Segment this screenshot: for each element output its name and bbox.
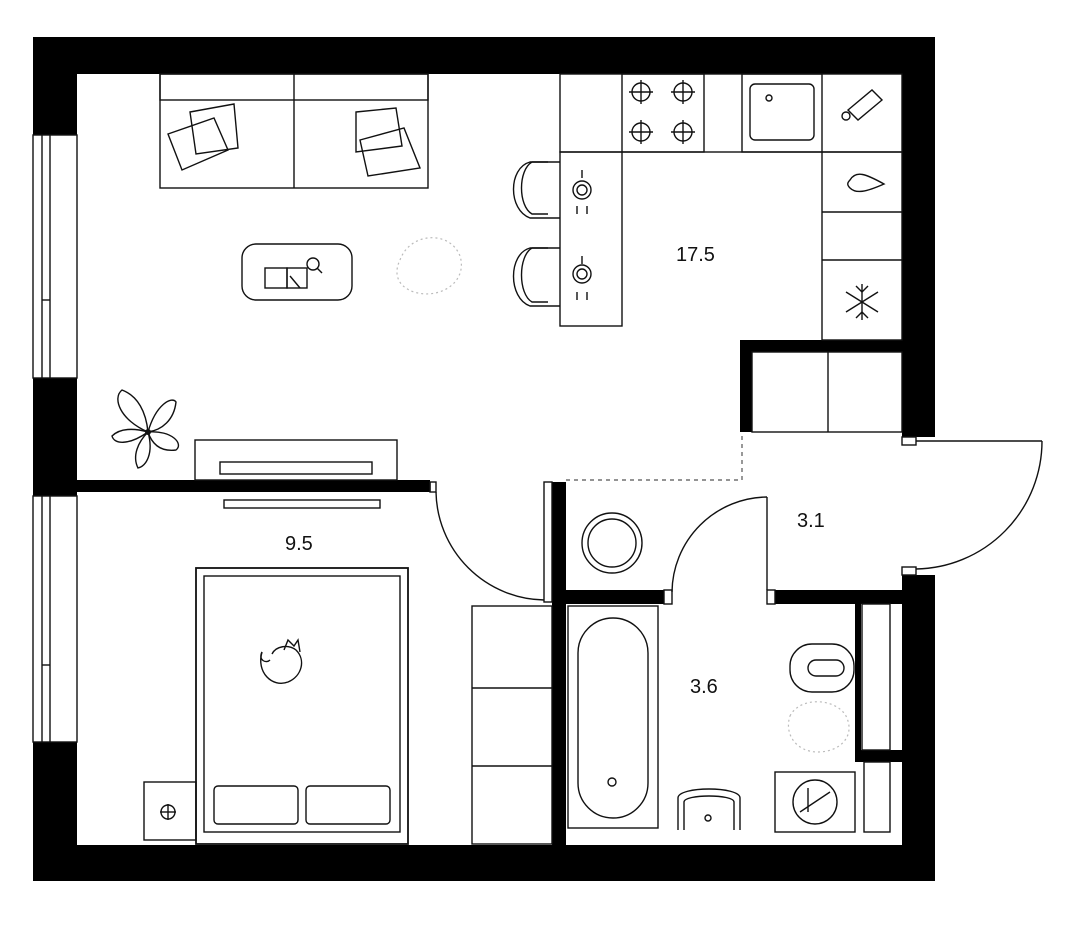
cat-icon (260, 638, 303, 684)
kitchen-counter (559, 73, 903, 341)
wardrobe (751, 351, 903, 433)
kettle-icon (847, 173, 886, 193)
living-kitchen-area-label: 17.5 (676, 244, 715, 266)
fridge-icon (845, 284, 879, 320)
bar-counter (512, 151, 623, 327)
plant-icon (111, 389, 180, 469)
kitchen-sink-icon (741, 73, 823, 153)
bedroom-wardrobe (471, 605, 553, 845)
hall-boundary (566, 432, 743, 481)
washing-machine-icon (774, 771, 856, 833)
window-lower (32, 495, 78, 743)
toilet-icon (789, 643, 855, 693)
cutting-board-icon (841, 89, 884, 121)
sofa-icon (159, 73, 429, 189)
bathroom-area-label: 3.6 (690, 676, 718, 698)
bathroom-door (663, 496, 776, 605)
walls (33, 37, 935, 881)
window-upper (32, 134, 78, 379)
entrance-door (901, 436, 1043, 576)
stove-icon (621, 73, 705, 153)
coffee-table-icon (241, 243, 353, 301)
bathtub-icon (567, 605, 659, 829)
tv-icon (194, 439, 398, 509)
shaft (861, 603, 891, 833)
nightstand (143, 781, 197, 841)
bed-icon (195, 567, 409, 845)
round-ottoman (581, 512, 643, 574)
rug-outline (396, 237, 462, 295)
bedroom-door (429, 481, 553, 603)
washbasin-icon (677, 788, 741, 830)
hall-area-label: 3.1 (797, 510, 825, 532)
bath-mat (787, 701, 850, 753)
bedroom-area-label: 9.5 (285, 533, 313, 555)
